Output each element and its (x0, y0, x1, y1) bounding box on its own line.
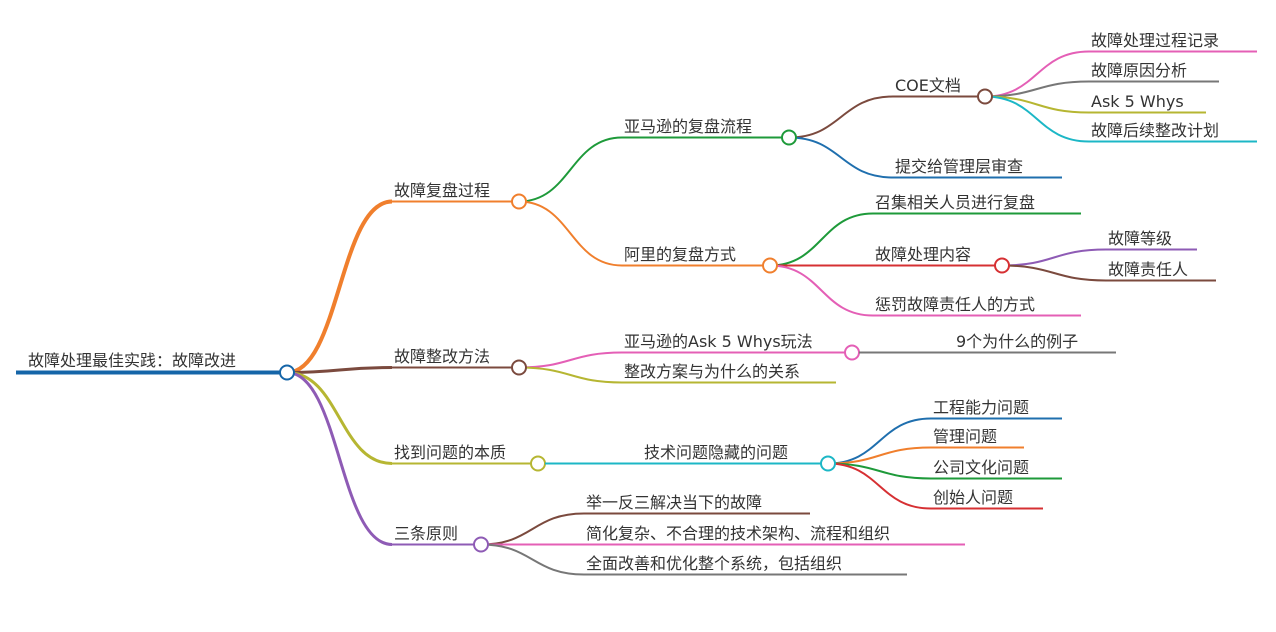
edge-connector (984, 80, 1090, 98)
leaf-node[interactable]: 9个为什么的例子 (859, 332, 1116, 354)
topic-connector[interactable] (820, 455, 836, 472)
edge-connector (286, 371, 393, 546)
leaf-node[interactable]: 简化复杂、不合理的技术架构、流程和组织 (584, 524, 965, 546)
leaf-label: 9个为什么的例子 (956, 332, 1078, 351)
leaf-label: 故障处理过程记录 (1091, 31, 1219, 50)
topic-node-hidden-issues[interactable]: 技术问题隐藏的问题 (545, 443, 836, 472)
topic-connector[interactable] (977, 88, 993, 105)
edge-connector (286, 366, 393, 374)
edge-connector (286, 199, 393, 375)
edge-connector (827, 417, 932, 465)
leaf-label: 提交给管理层审查 (895, 157, 1023, 176)
branch-node-fix-method[interactable]: 故障整改方法 (392, 347, 527, 376)
leaf-node[interactable]: 故障原因分析 (1089, 61, 1219, 83)
branch-connector[interactable] (511, 359, 527, 376)
leaf-label: 故障责任人 (1108, 260, 1188, 279)
leaf-label: 召集相关人员进行复盘 (875, 193, 1035, 212)
topic-connector[interactable] (762, 257, 778, 274)
topic-connector[interactable] (781, 129, 797, 146)
branch-node-find-essence[interactable]: 找到问题的本质 (392, 443, 546, 472)
edge-connector (984, 95, 1090, 143)
nodes-layer: 故障处理最佳实践：故障改进 故障复盘过程 亚马逊的复盘流程 COE文档 故障处理… (16, 31, 1257, 576)
topic-label: 阿里的复盘方式 (624, 245, 736, 264)
topic-node-ask-5-whys[interactable]: 亚马逊的Ask 5 Whys玩法 (622, 332, 860, 361)
edge-connector (827, 446, 932, 465)
edge-connector (518, 366, 623, 384)
leaf-node[interactable]: 全面改善和优化整个系统，包括组织 (584, 554, 907, 576)
branch-connector[interactable] (511, 193, 527, 210)
leaf-label: 简化复杂、不合理的技术架构、流程和组织 (586, 524, 890, 543)
edge-connector (827, 462, 932, 510)
edge-connector (518, 136, 623, 203)
leaf-label: 创始人问题 (933, 488, 1013, 507)
branch-connector[interactable] (530, 455, 546, 472)
leaf-node[interactable]: 召集相关人员进行复盘 (873, 193, 1081, 215)
leaf-node[interactable]: 公司文化问题 (931, 458, 1062, 480)
leaf-node[interactable]: 故障后续整改计划 (1089, 121, 1257, 143)
topic-node-coe-doc[interactable]: COE文档 (893, 76, 993, 105)
leaf-node[interactable]: 举一反三解决当下的故障 (584, 493, 810, 515)
edge-connector (788, 95, 894, 139)
root-node[interactable]: 故障处理最佳实践：故障改进 (16, 351, 295, 381)
leaf-label: 管理问题 (933, 427, 997, 446)
leaf-label: 公司文化问题 (933, 458, 1029, 477)
leaf-label: 全面改善和优化整个系统，包括组织 (586, 554, 842, 573)
edge-connector (518, 200, 623, 267)
edge-connector (286, 371, 393, 465)
leaf-label: 故障原因分析 (1091, 61, 1187, 80)
root-connector[interactable] (279, 364, 295, 381)
topic-node-fault-content[interactable]: 故障处理内容 (873, 245, 1010, 274)
leaf-label: 整改方案与为什么的关系 (624, 362, 800, 381)
leaf-label: 故障等级 (1108, 229, 1172, 248)
leaf-node[interactable]: 提交给管理层审查 (893, 157, 1062, 179)
leaf-node[interactable]: 故障等级 (1106, 229, 1197, 251)
leaf-node[interactable]: 管理问题 (931, 427, 1024, 449)
edge-connector (1001, 264, 1107, 282)
edge-connector (480, 512, 585, 546)
branch-label: 找到问题的本质 (394, 443, 506, 462)
edge-connector (788, 136, 894, 179)
branch-node-three-principles[interactable]: 三条原则 (392, 524, 489, 553)
topic-label: 亚马逊的Ask 5 Whys玩法 (624, 332, 813, 351)
leaf-node[interactable]: Ask 5 Whys (1089, 92, 1206, 114)
topic-label: 技术问题隐藏的问题 (644, 443, 788, 462)
leaf-node[interactable]: 整改方案与为什么的关系 (622, 362, 836, 384)
edge-connector (769, 264, 874, 317)
leaf-node[interactable]: 故障责任人 (1106, 260, 1216, 282)
edge-connector (984, 50, 1090, 98)
leaf-label: 举一反三解决当下的故障 (586, 493, 762, 512)
branch-label: 故障整改方法 (394, 347, 490, 366)
edge-connector (769, 212, 874, 267)
branch-connector[interactable] (473, 536, 489, 553)
edge-connector (1001, 248, 1107, 267)
topic-node-alibaba-review[interactable]: 阿里的复盘方式 (622, 245, 778, 274)
leaf-label: 惩罚故障责任人的方式 (875, 295, 1035, 314)
branch-label: 故障复盘过程 (394, 181, 490, 200)
leaf-node[interactable]: 故障处理过程记录 (1089, 31, 1257, 53)
root-label: 故障处理最佳实践：故障改进 (28, 351, 236, 370)
topic-connector[interactable] (844, 344, 860, 361)
leaf-node[interactable]: 惩罚故障责任人的方式 (873, 295, 1081, 317)
leaf-node[interactable]: 创始人问题 (931, 488, 1043, 510)
edge-connector (518, 351, 623, 369)
topic-label: 故障处理内容 (875, 245, 971, 264)
branch-label: 三条原则 (394, 524, 458, 543)
leaf-label: 工程能力问题 (933, 398, 1029, 417)
edge-connector (480, 543, 585, 576)
topic-label: COE文档 (895, 76, 961, 95)
leaf-label: Ask 5 Whys (1091, 92, 1184, 111)
edges-layer (286, 50, 1107, 576)
topic-connector[interactable] (994, 257, 1010, 274)
branch-node-fault-review[interactable]: 故障复盘过程 (392, 181, 527, 210)
leaf-node[interactable]: 工程能力问题 (931, 398, 1062, 420)
topic-node-amazon-review[interactable]: 亚马逊的复盘流程 (622, 117, 797, 146)
topic-label: 亚马逊的复盘流程 (624, 117, 752, 136)
leaf-label: 故障后续整改计划 (1091, 121, 1219, 140)
